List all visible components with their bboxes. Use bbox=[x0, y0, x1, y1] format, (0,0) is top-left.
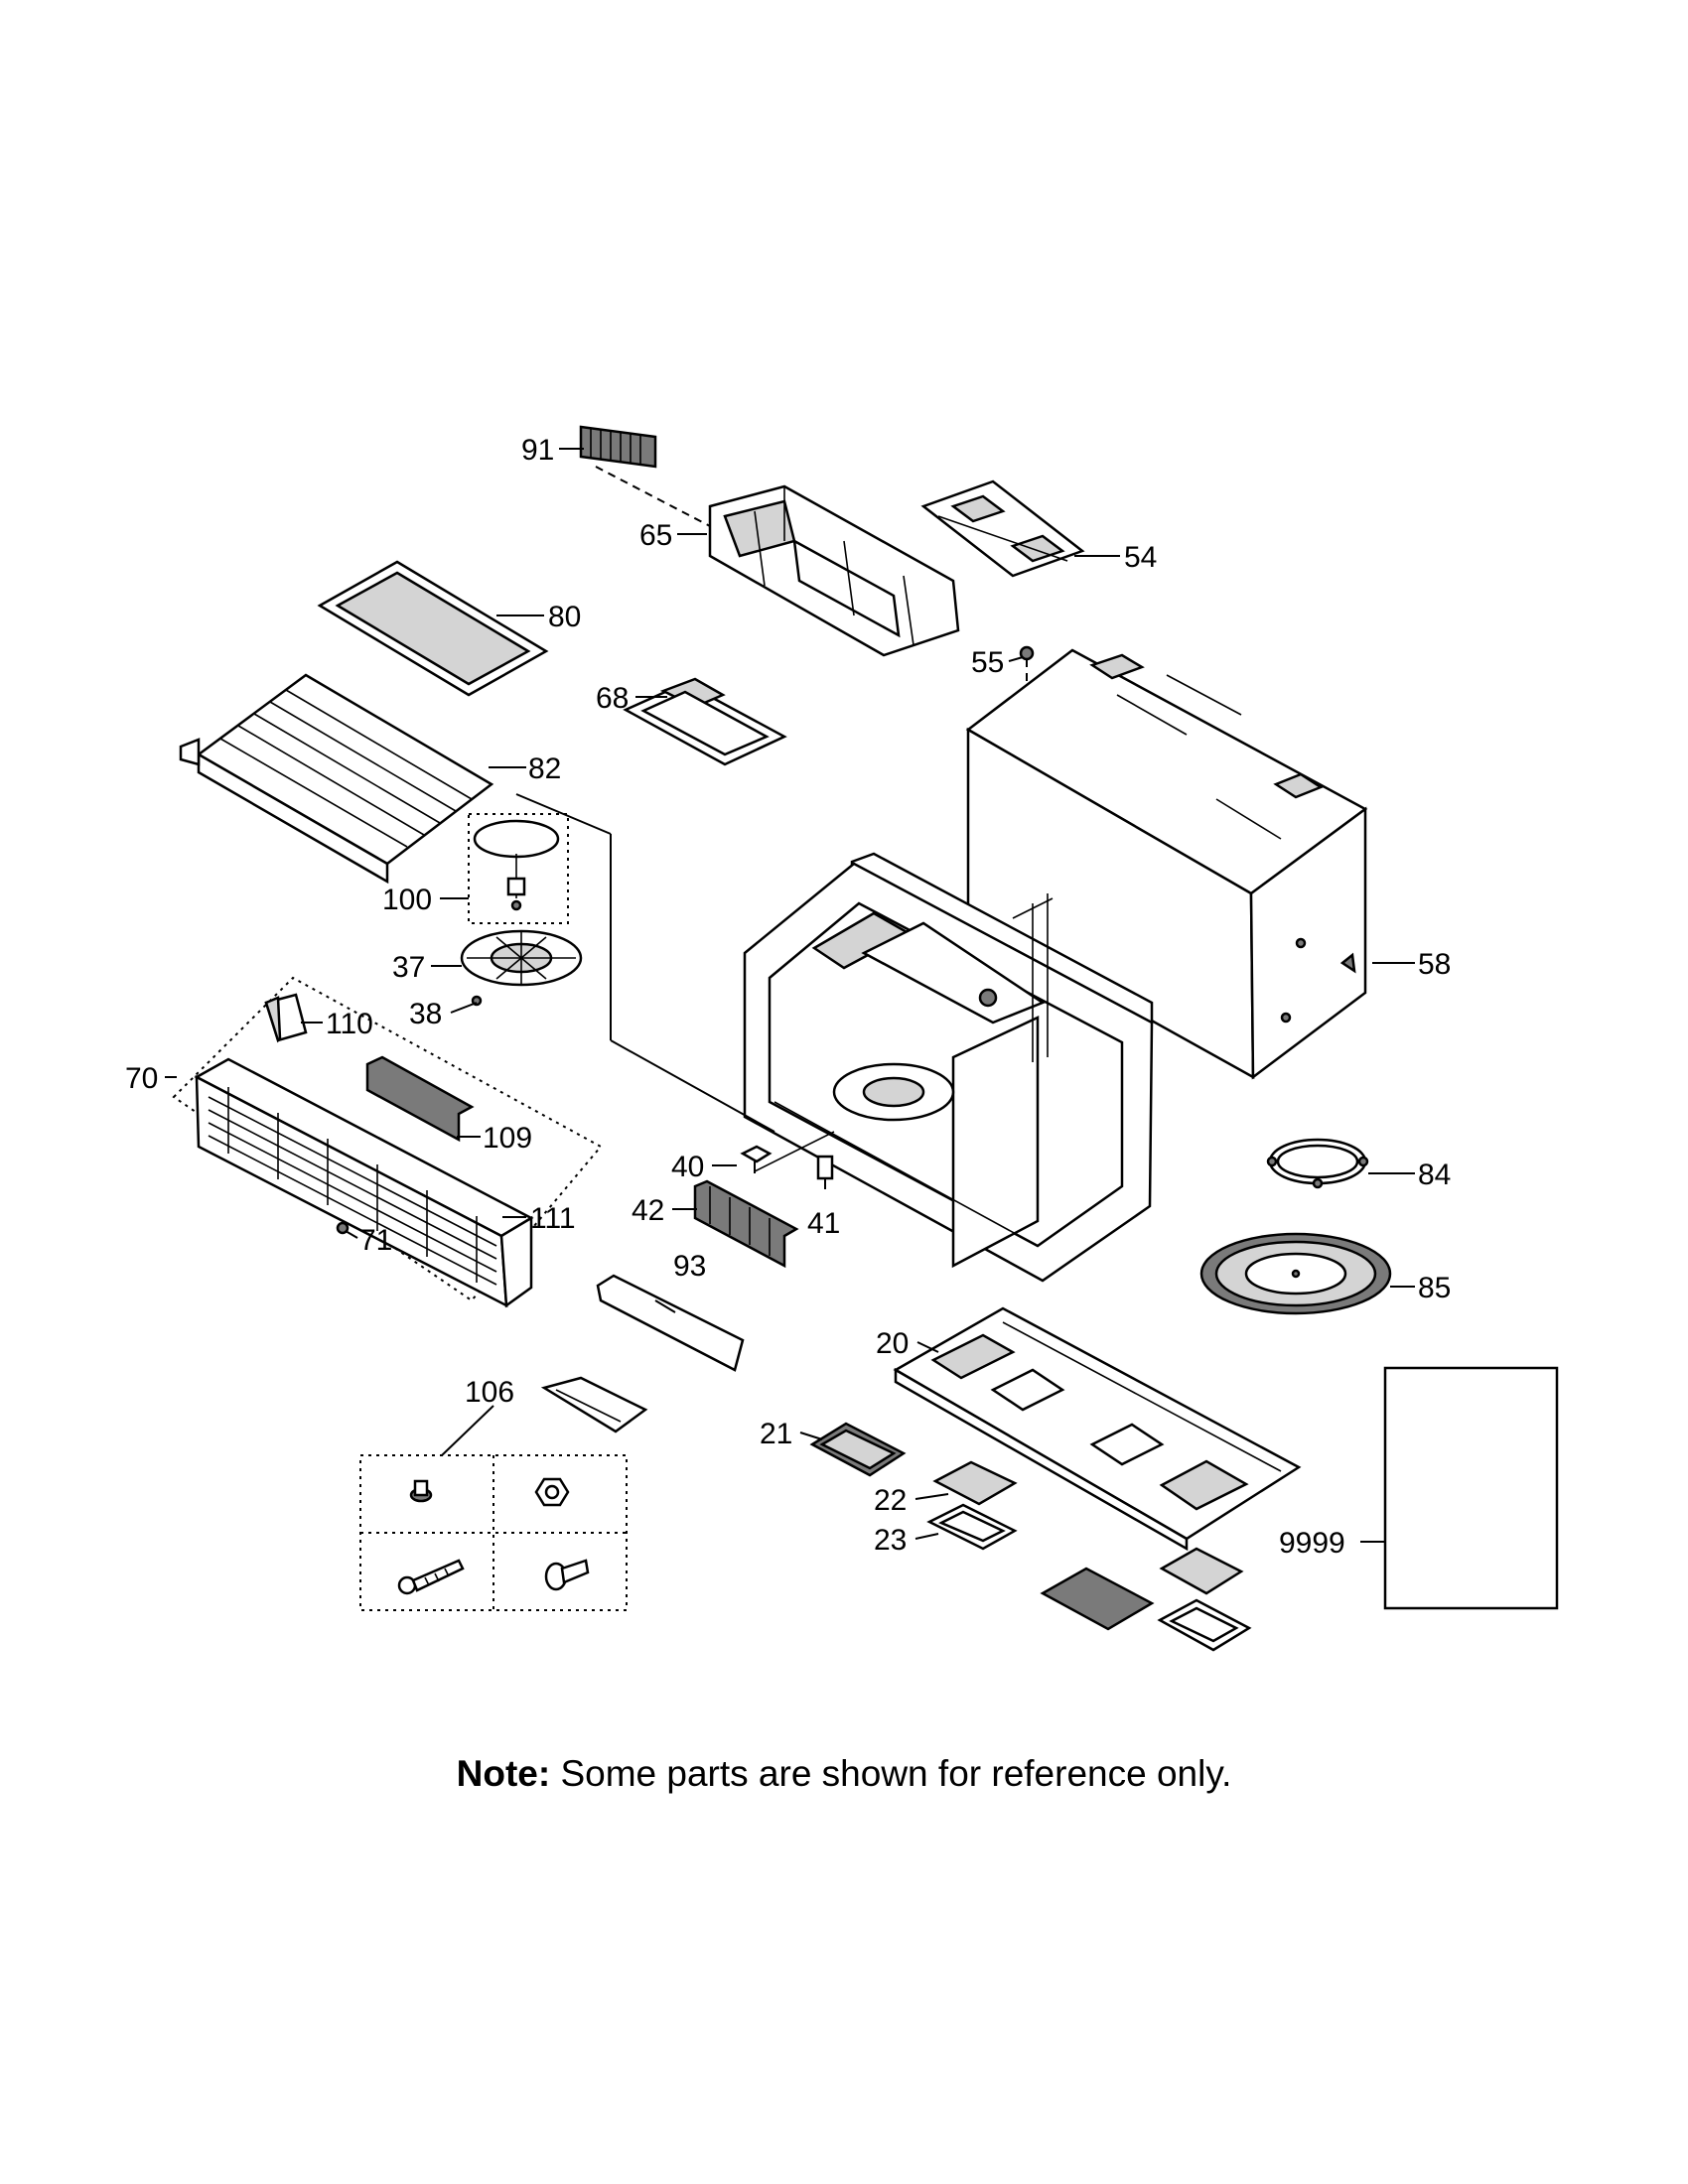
callout-93: 93 bbox=[673, 1250, 706, 1283]
callout-58: 58 bbox=[1418, 948, 1451, 981]
callout-20: 20 bbox=[876, 1327, 909, 1360]
callout-41: 41 bbox=[807, 1207, 840, 1240]
callout-21: 21 bbox=[760, 1418, 792, 1450]
callout-22: 22 bbox=[874, 1484, 907, 1517]
callout-85: 85 bbox=[1418, 1272, 1451, 1304]
callout-23: 23 bbox=[874, 1524, 907, 1557]
part-70-vent-assembly bbox=[172, 976, 603, 1308]
filter-duplicate bbox=[1040, 1567, 1155, 1631]
callout-9999: 9999 bbox=[1279, 1527, 1345, 1560]
truss-screw-icon bbox=[544, 1559, 590, 1591]
leader-lines bbox=[165, 448, 1415, 1543]
callout-65: 65 bbox=[639, 519, 672, 552]
pan-screw-icon bbox=[409, 1479, 433, 1503]
callout-84: 84 bbox=[1418, 1159, 1451, 1191]
hardware-kit-grid bbox=[359, 1405, 628, 1611]
callout-91: 91 bbox=[521, 434, 554, 467]
part-20-base-plate bbox=[893, 1306, 1302, 1552]
callout-80: 80 bbox=[548, 601, 581, 633]
callout-82: 82 bbox=[528, 752, 561, 785]
pad-duplicate bbox=[1159, 1547, 1244, 1595]
frame-duplicate bbox=[1157, 1598, 1252, 1652]
note-text: Some parts are shown for reference only. bbox=[550, 1753, 1232, 1794]
part-84-roller-ring bbox=[1266, 1138, 1369, 1189]
part-22-pad bbox=[932, 1460, 1018, 1506]
part-9999-manual bbox=[1383, 1366, 1559, 1610]
callout-37: 37 bbox=[392, 951, 425, 984]
part-42-grille bbox=[693, 1179, 799, 1269]
callout-54: 54 bbox=[1124, 541, 1157, 574]
part-23-frame bbox=[926, 1503, 1018, 1551]
callout-106: 106 bbox=[465, 1376, 514, 1409]
callout-labels: 91 65 54 80 55 68 82 100 37 38 58 110 70… bbox=[125, 434, 1451, 1560]
note-label: Note: bbox=[456, 1753, 551, 1794]
part-93-label bbox=[596, 1274, 745, 1372]
part-54-top-bracket bbox=[920, 479, 1085, 578]
part-100-coupler bbox=[468, 793, 612, 924]
part-85-turntable bbox=[1199, 1232, 1392, 1315]
callout-109: 109 bbox=[483, 1122, 532, 1155]
callout-38: 38 bbox=[409, 998, 442, 1030]
callout-70: 70 bbox=[125, 1062, 158, 1095]
part-65-duct-frame bbox=[708, 484, 960, 657]
part-80-grease-filter bbox=[317, 560, 549, 697]
part-37-fan bbox=[460, 929, 583, 1007]
reference-note: Note: Some parts are shown for reference… bbox=[0, 1753, 1688, 1795]
oven-cavity bbox=[743, 852, 1154, 1283]
callout-71: 71 bbox=[359, 1224, 392, 1257]
part-91-grille bbox=[579, 425, 711, 527]
part-21-filter bbox=[809, 1422, 907, 1477]
part-82-rack bbox=[179, 673, 494, 885]
callout-40: 40 bbox=[671, 1151, 704, 1183]
callout-68: 68 bbox=[596, 682, 629, 715]
part-41-switch bbox=[816, 1155, 834, 1189]
part-40-clip bbox=[740, 1131, 835, 1173]
callout-42: 42 bbox=[632, 1194, 664, 1227]
callout-110: 110 bbox=[326, 1008, 373, 1040]
part-58-outer-cabinet bbox=[965, 648, 1368, 1080]
part-109-filter-strip bbox=[365, 1055, 475, 1143]
part-68-plate bbox=[623, 677, 787, 766]
long-screw-icon bbox=[397, 1559, 465, 1595]
hex-nut-icon bbox=[534, 1477, 570, 1507]
part-106-pouch bbox=[540, 1376, 648, 1433]
callout-55: 55 bbox=[971, 646, 1004, 679]
callout-111: 111 bbox=[530, 1202, 576, 1235]
callout-100: 100 bbox=[382, 884, 432, 916]
